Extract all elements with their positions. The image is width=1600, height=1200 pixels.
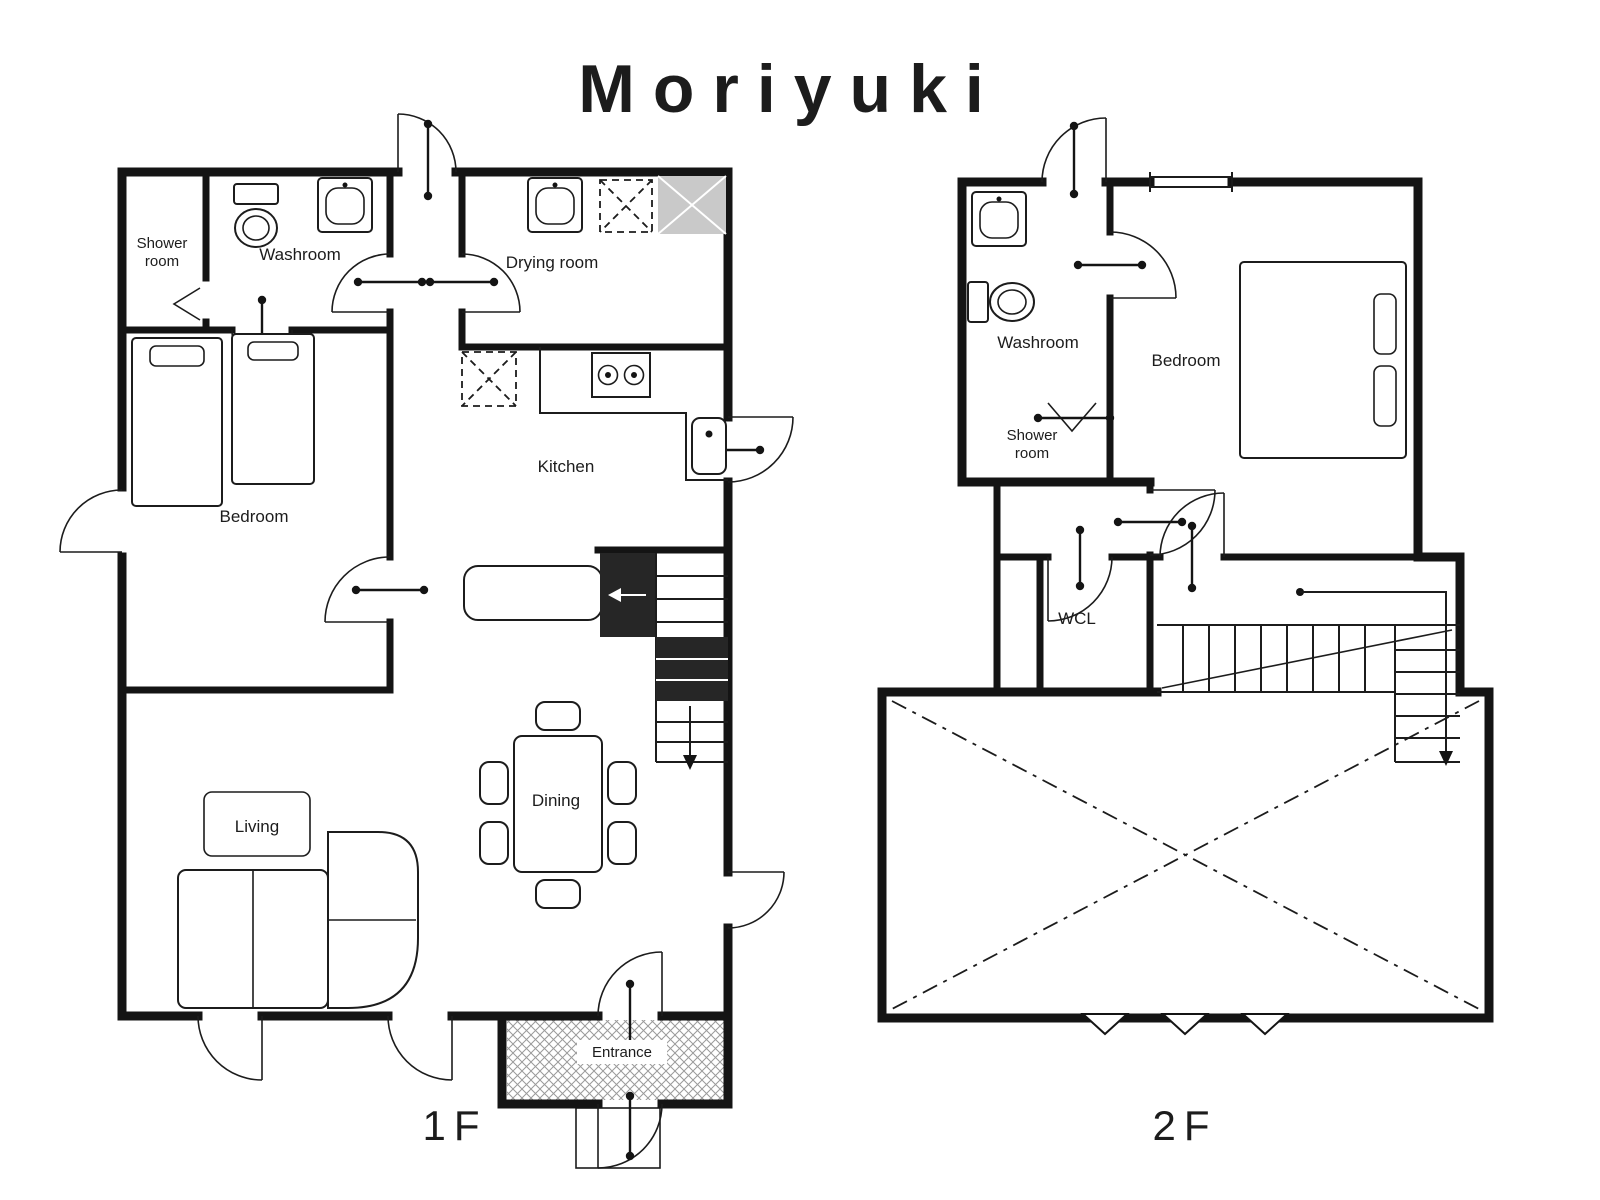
door-arc-kitchen-exterior — [727, 416, 794, 483]
floor2-door-markers — [1033, 121, 1197, 593]
washer-unit-dashed-icon-2 — [461, 351, 517, 407]
room-label-kitchen: Kitchen — [538, 457, 595, 476]
door-arc-wcl — [1047, 556, 1113, 622]
door-arc-bedroom-2f — [1159, 492, 1225, 558]
room-label-bedroom-2f: Bedroom — [1152, 351, 1221, 370]
floor1-walls — [117, 167, 733, 1109]
vent-triangles — [1080, 1013, 1290, 1036]
kitchen-island — [463, 565, 603, 621]
door-arc-entrance-inner — [597, 951, 663, 1017]
entrance-label-box — [577, 1040, 667, 1064]
bed-icon-2f — [1239, 261, 1407, 459]
kitchen-counter — [539, 347, 728, 481]
door-arc-living-right — [387, 1015, 453, 1081]
room-label-dining: Dining — [532, 791, 580, 810]
door-arc-bedroom-washroom-2f — [1109, 231, 1177, 299]
floor2-doors — [1041, 117, 1225, 622]
floor1-label: 1F — [422, 1102, 487, 1149]
page-title: Moriyuki — [578, 51, 1002, 127]
stairs-1f-icon — [600, 553, 728, 770]
folding-door-shower-2f-icon — [1047, 402, 1097, 433]
toilet-icon-1f — [233, 183, 279, 248]
dining-chair-icon — [479, 761, 509, 805]
floor2-label: 2F — [1152, 1102, 1217, 1149]
stove-icon — [591, 352, 651, 398]
dining-chair-icon — [607, 821, 637, 865]
dining-set-icon — [479, 701, 637, 909]
washer-unit-gray-icon — [657, 175, 727, 235]
room-label-living: Living — [235, 817, 279, 836]
door-arc-living-left — [197, 1015, 263, 1081]
floor2-furniture — [891, 191, 1480, 1036]
dining-chair-icon — [535, 879, 581, 909]
room-label-washroom-2f: Washroom — [997, 333, 1079, 352]
kitchen-sink-icon — [691, 417, 727, 475]
door-arc-corridor-2f — [1149, 489, 1216, 556]
window-bedroom-2f — [1149, 172, 1233, 192]
sofa-icon — [177, 831, 419, 1009]
bed-icon-1f-b — [231, 333, 315, 485]
washbasin-icon-1f — [317, 177, 373, 233]
bed-icon-1f-a — [131, 337, 223, 507]
stairs-2f-icon — [1157, 588, 1460, 766]
dining-chair-icon — [607, 761, 637, 805]
floor1-furniture — [131, 175, 728, 1064]
window-arc-right — [727, 871, 785, 929]
room-label-bedroom-1f: Bedroom — [220, 507, 289, 526]
room-label-washroom-1f: Washroom — [259, 245, 341, 264]
dining-chair-icon — [479, 821, 509, 865]
door-arc-entrance-outer — [597, 1103, 663, 1169]
washbasin-icon-2f — [971, 191, 1027, 247]
window-arc-left — [59, 489, 123, 553]
door-arc-bedroom-1f — [324, 556, 391, 623]
room-label-wcl: WCL — [1058, 609, 1096, 628]
folding-door-shower-icon — [172, 287, 201, 321]
dining-chair-icon — [535, 701, 581, 731]
door-arc-top-entry-2f — [1041, 117, 1107, 183]
washbasin-icon-drying — [527, 177, 583, 233]
door-arc-corridor-washroom — [331, 253, 391, 313]
door-arc-top-entry — [397, 113, 457, 173]
room-label-entrance: Entrance — [592, 1044, 652, 1061]
room-label-drying-room: Drying room — [506, 253, 599, 272]
void-cross-lines — [891, 700, 1480, 1010]
door-arc-drying-room — [461, 253, 521, 313]
washer-unit-dashed-icon-1 — [599, 179, 653, 233]
entrance-door-mat — [575, 1107, 661, 1169]
toilet-icon-2f — [967, 281, 1035, 323]
dining-table-icon — [513, 735, 603, 873]
living-label-box — [203, 791, 311, 857]
